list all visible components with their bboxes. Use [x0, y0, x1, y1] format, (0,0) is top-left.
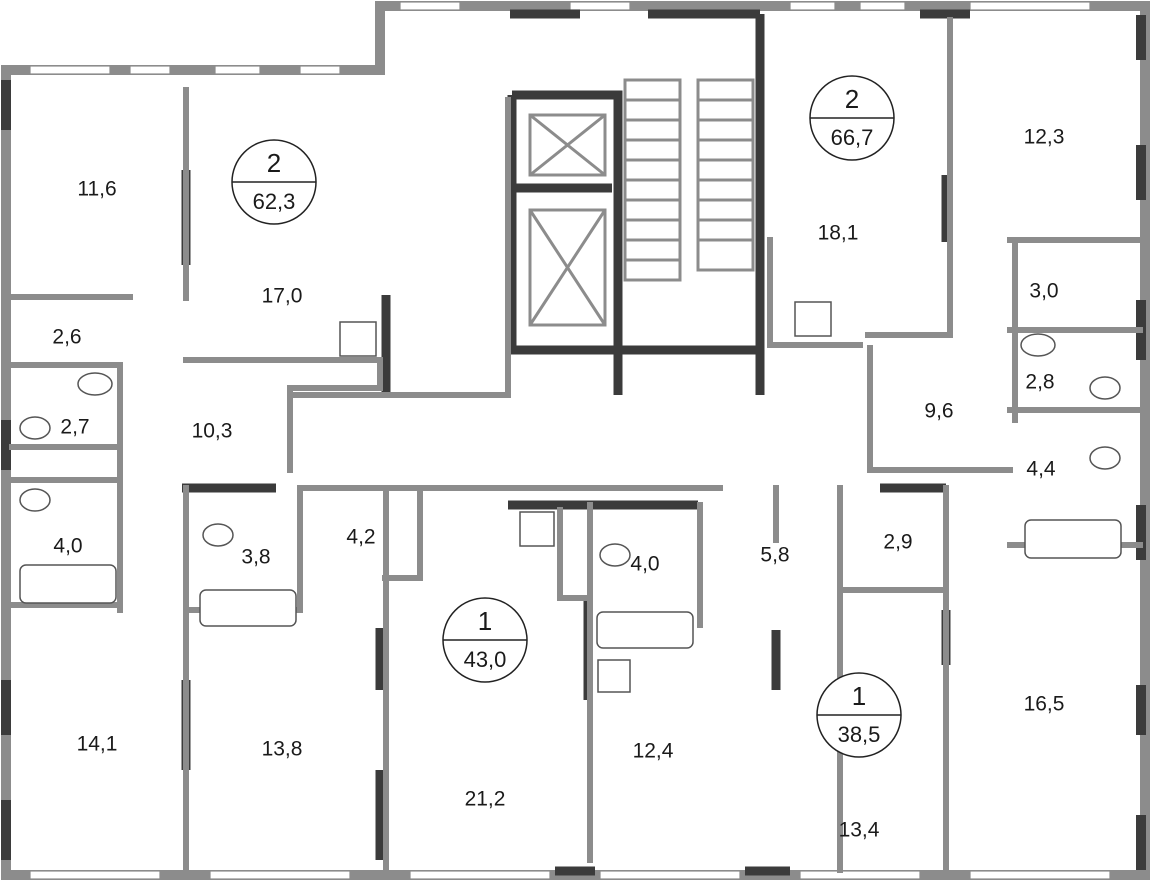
sink-icon [597, 659, 631, 693]
toilet-icon [599, 543, 631, 567]
room-area: 12,4 [633, 740, 674, 763]
apartment-rooms: 1 [852, 681, 866, 711]
apartment-badge: 1 43,0 [442, 597, 528, 683]
room-area: 9,6 [924, 400, 953, 423]
room-area: 11,6 [77, 178, 116, 201]
apartment-rooms: 1 [478, 606, 492, 636]
windows [29, 1, 1111, 880]
room-labels: 11,6 17,0 2,6 2,7 10,3 4,0 3,8 4,2 14,1 … [52, 126, 1064, 842]
toilet-icon [19, 488, 51, 512]
bathtub-icon [19, 564, 117, 604]
room-area: 16,5 [1024, 693, 1065, 716]
apartment-area: 38,5 [838, 722, 881, 747]
apartment-area: 43,0 [464, 647, 507, 672]
room-area: 13,8 [262, 738, 303, 761]
room-area: 2,6 [52, 326, 81, 349]
apartment-area: 66,7 [831, 125, 874, 150]
room-area: 3,0 [1029, 280, 1058, 303]
room-area: 4,4 [1026, 458, 1056, 481]
washbasin-icon [77, 372, 113, 396]
room-area: 3,8 [241, 546, 270, 569]
room-area: 10,3 [192, 420, 233, 443]
toilet-icon [1089, 446, 1121, 470]
room-area: 2,9 [883, 531, 912, 554]
room-area: 14,1 [77, 733, 118, 756]
bathtub-icon [199, 589, 297, 627]
apartment-badge: 2 66,7 [809, 75, 895, 161]
room-area: 21,2 [465, 788, 506, 811]
apartment-area: 62,3 [253, 189, 296, 214]
room-area: 13,4 [839, 819, 880, 842]
fixtures [19, 301, 1122, 693]
load-bearing-walls [1, 9, 1146, 876]
room-area: 4,0 [630, 553, 659, 576]
apartment-badge: 1 38,5 [816, 672, 902, 758]
apartment-rooms: 2 [845, 84, 859, 114]
sink-icon [519, 511, 555, 547]
bathtub-icon [596, 611, 694, 649]
washbasin-icon [1020, 333, 1056, 357]
room-area: 17,0 [262, 285, 303, 308]
room-area: 12,3 [1024, 126, 1065, 149]
elevator-small [528, 113, 607, 177]
elevator-large [528, 208, 607, 327]
sink-icon [339, 321, 377, 357]
room-area: 4,0 [53, 535, 82, 558]
room-area: 4,2 [346, 526, 375, 549]
toilet-icon [202, 523, 234, 547]
room-area: 2,8 [1025, 371, 1054, 394]
room-area: 5,8 [760, 544, 789, 567]
room-area: 18,1 [818, 222, 859, 245]
toilet-icon [19, 416, 51, 440]
bathtub-icon [1024, 519, 1122, 559]
apartment-rooms: 2 [267, 148, 281, 178]
toilet-icon [1089, 376, 1121, 400]
room-area: 2,7 [60, 416, 89, 439]
stairwell [623, 78, 755, 282]
apartment-badge: 2 62,3 [231, 139, 317, 225]
sink-icon [794, 301, 832, 337]
